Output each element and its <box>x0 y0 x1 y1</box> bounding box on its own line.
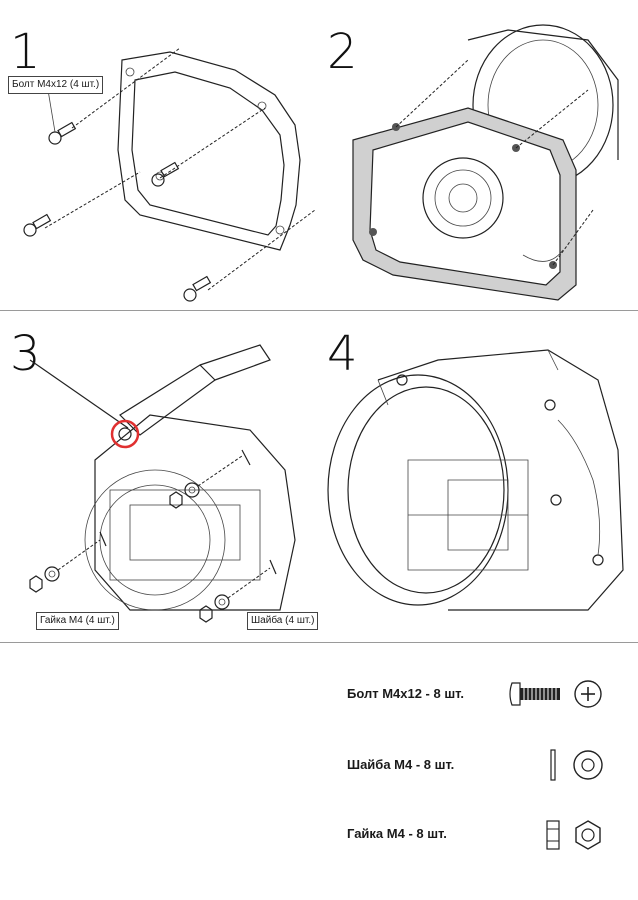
nut-icon <box>29 491 213 623</box>
callout-bolt-m4x12: Болт М4х12 (4 шт.) <box>8 76 104 94</box>
divider-bottom <box>0 642 638 643</box>
step-3-illustration <box>29 344 296 623</box>
step-2-number: 2 <box>327 24 358 80</box>
step-1-number: 1 <box>10 24 41 80</box>
parts-label-washer: Шайба М4 - 8 шт. <box>347 757 455 772</box>
parts-label-nut: Гайка М4 - 8 шт. <box>347 826 447 841</box>
bolt-icon <box>509 680 602 708</box>
divider-top <box>0 310 638 311</box>
parts-label-bolt: Болт М4х12 - 8 шт. <box>347 686 465 701</box>
callout-washer: Шайба (4 шт.) <box>247 612 319 630</box>
callout-nut-m4: Гайка М4 (4 шт.) <box>36 612 119 630</box>
step-4-number: 4 <box>327 326 358 382</box>
bolt-icon <box>23 121 212 302</box>
adapter-frame <box>117 51 301 251</box>
step-1-illustration <box>23 47 316 302</box>
step-4-illustration <box>327 349 624 611</box>
step-2-illustration <box>352 24 619 301</box>
nut-icon <box>546 820 601 850</box>
step-3-number: 3 <box>10 326 41 382</box>
washer-icon <box>44 482 230 610</box>
washer-icon <box>550 749 603 781</box>
